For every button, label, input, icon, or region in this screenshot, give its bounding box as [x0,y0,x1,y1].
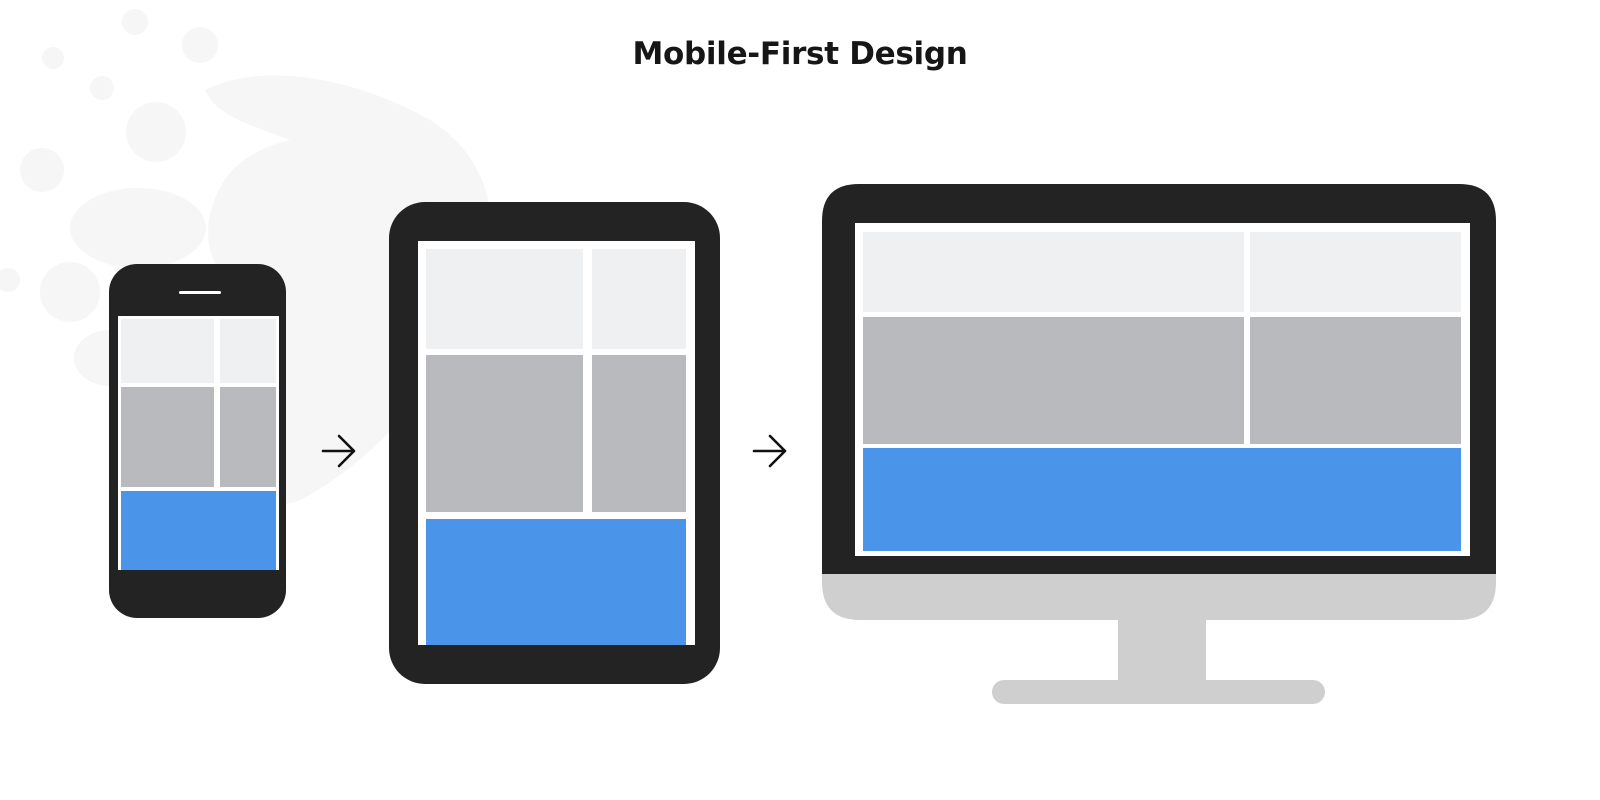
tablet-block-gray-narrow [592,355,686,512]
monitor-block-gray-wide [863,317,1244,444]
tablet-block-light-wide [426,249,583,349]
tablet-device [389,202,720,684]
tablet-block-light-narrow [592,249,686,349]
phone-device [109,264,286,618]
phone-block-blue [121,491,276,570]
monitor-block-light-wide [863,232,1244,312]
phone-block-light-wide [121,319,214,383]
monitor-block-blue [863,448,1461,551]
arrow-right-icon [321,434,356,468]
monitor-chin [822,572,1496,620]
monitor-stand-neck [1118,612,1206,682]
diagram-title: Mobile-First Design [632,36,968,72]
desktop-monitor-device [822,184,1496,704]
tablet-block-gray-wide [426,355,583,512]
phone-speaker [179,291,221,294]
monitor-block-gray-narrow [1250,317,1461,444]
arrow-right-icon [752,434,787,468]
monitor-stand-base [992,680,1325,704]
tablet-block-blue [426,519,686,645]
phone-block-gray-wide [121,387,214,487]
phone-block-light-narrow [220,319,276,383]
monitor-block-light-narrow [1250,232,1461,312]
phone-block-gray-narrow [220,387,276,487]
